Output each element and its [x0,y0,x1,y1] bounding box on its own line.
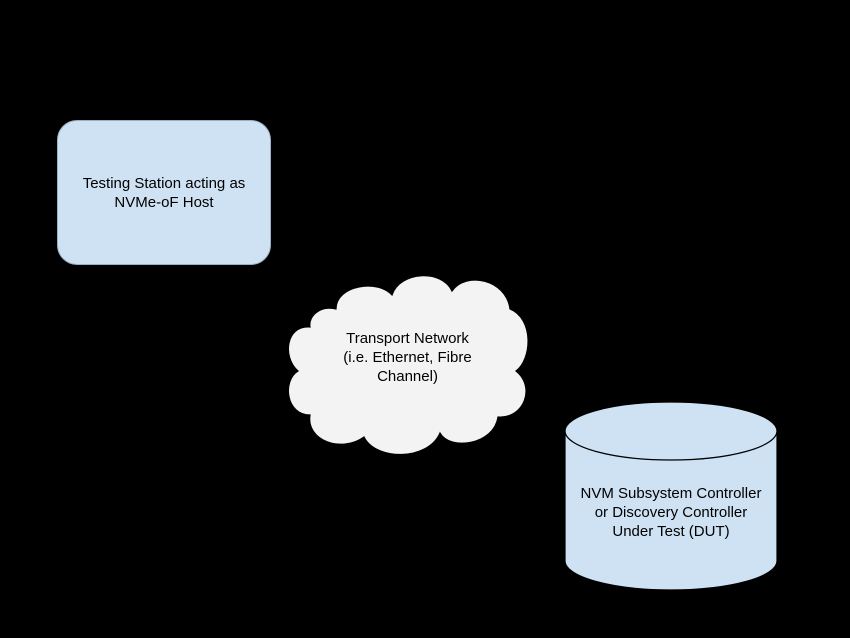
dut-node-label: NVM Subsystem Controller or Discovery Co… [560,484,782,541]
host-node-label: Testing Station acting as NVMe-oF Host [57,174,271,212]
dut-label-line-2: or Discovery Controller [594,504,748,521]
host-node-box [57,120,271,265]
network-label-line-2: (i.e. Ethernet, Fibre [343,349,472,366]
host-label-line-2: NVMe-oF Host [114,194,214,211]
host-label-line-1: Testing Station acting as [82,175,246,192]
network-label-line-1: Transport Network [346,330,469,347]
network-node-label: Transport Network (i.e. Ethernet, Fibre … [290,329,525,386]
dut-cylinder-shape [564,401,778,591]
network-label-line-3: Channel) [377,368,438,385]
cylinder-top [564,401,778,461]
cloud-outline [287,275,529,456]
dut-label-line-3: Under Test (DUT) [612,523,730,540]
dut-label-line-1: NVM Subsystem Controller [580,485,762,502]
network-cloud-shape [287,275,529,456]
